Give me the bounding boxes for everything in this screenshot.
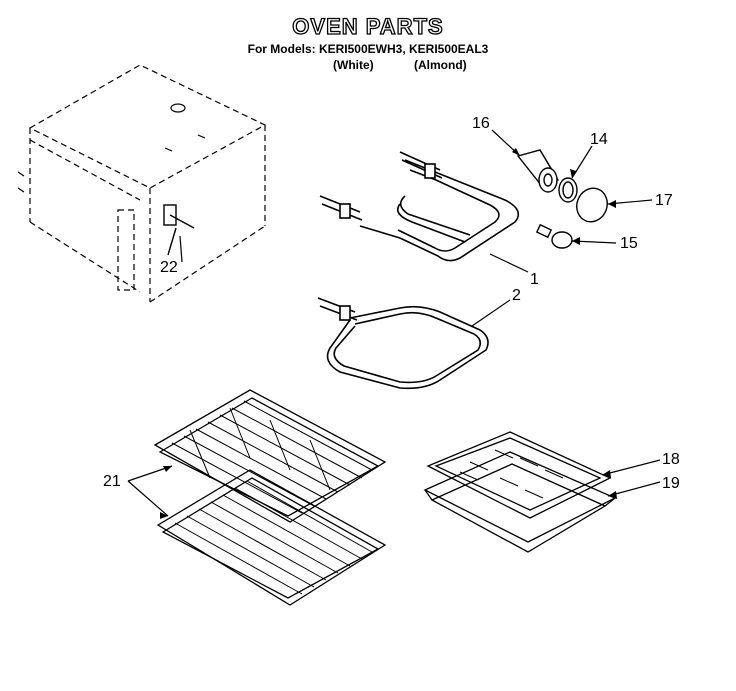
lens-part-17	[576, 187, 608, 223]
callout-19: 19	[662, 475, 680, 492]
callout-21: 21	[103, 473, 121, 490]
callout-16: 16	[472, 115, 490, 132]
light-socket-part-16	[516, 149, 559, 193]
color-label-white: (White)	[333, 58, 374, 72]
oven-rack-lower-part-21	[156, 469, 387, 606]
rack-wires-upper	[171, 400, 373, 514]
broil-element-part-1	[319, 151, 520, 262]
diagram-title: OVEN PARTS	[292, 13, 444, 39]
broiler-pan-insert-part-18	[426, 431, 612, 519]
bulb-part-15	[535, 223, 573, 249]
callout-17: 17	[655, 192, 673, 209]
bracket-part-22	[163, 204, 195, 256]
callout-1: 1	[530, 271, 539, 288]
oven-cavity	[28, 64, 267, 303]
callout-2: 2	[512, 287, 521, 304]
callout-22: 22	[160, 259, 178, 276]
callout-18: 18	[662, 451, 680, 468]
gasket-part-14	[558, 177, 578, 203]
oven-rack-upper-part-21	[153, 389, 387, 523]
model-numbers: For Models: KERI500EWH3, KERI500EAL3	[247, 42, 489, 56]
leader-lines	[127, 129, 661, 517]
color-label-almond: (Almond)	[414, 58, 467, 72]
arrowheads	[160, 148, 617, 519]
rack-wires-lower	[174, 480, 373, 595]
callout-15: 15	[620, 235, 638, 252]
bake-element-part-2	[317, 297, 489, 390]
callout-14: 14	[590, 131, 608, 148]
cavity-details	[17, 103, 206, 193]
